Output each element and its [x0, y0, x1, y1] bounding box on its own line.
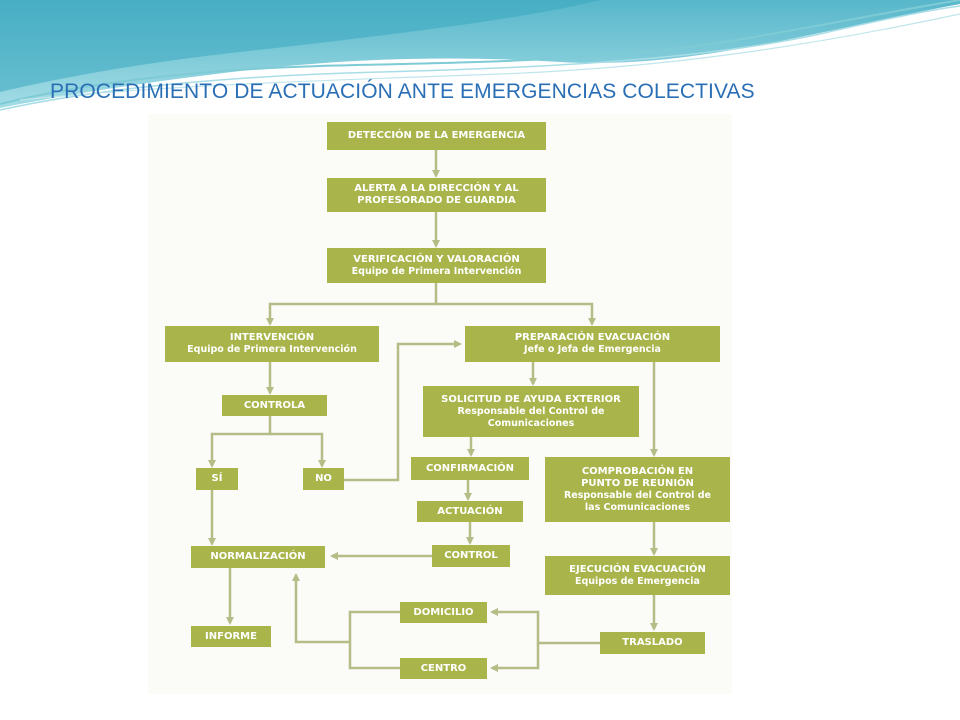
- node-controla: CONTROLA: [222, 395, 327, 416]
- node-si-line1: SÍ: [211, 473, 223, 484]
- node-comprobacion: COMPROBACIÓN EN PUNTO DE REUNIÓN Respons…: [545, 457, 730, 522]
- node-comprobacion-line3: Responsable del Control de: [563, 489, 711, 501]
- node-normalizacion-line1: NORMALIZACIÓN: [210, 551, 306, 562]
- node-informe-line1: INFORME: [205, 630, 257, 642]
- node-actuacion: ACTUACIÓN: [417, 501, 523, 522]
- node-no: NO: [303, 468, 344, 490]
- node-confirmacion: CONFIRMACIÓN: [411, 457, 529, 480]
- edge-verificacion-intervencion: [266, 283, 438, 326]
- node-intervencion-line2: Equipo de Primera Intervención: [187, 344, 357, 355]
- edge-controla-no: [270, 432, 326, 468]
- node-alerta-line2: PROFESORADO DE GUARDIA: [357, 195, 516, 206]
- node-domicilio: DOMICILIO: [400, 602, 487, 623]
- node-control: CONTROL: [432, 545, 510, 567]
- node-preparacion-line2: Jefe o Jefa de Emergencia: [524, 344, 661, 355]
- node-ejecucion-line1: EJECUCIÓN EVACUACIÓN: [569, 563, 706, 575]
- node-confirmacion-line1: CONFIRMACIÓN: [425, 462, 515, 474]
- node-normalizacion: NORMALIZACIÓN: [191, 546, 325, 568]
- edge-retorno-normalizacion: [292, 573, 350, 644]
- node-verificacion-line2: Equipo de Primera Intervención: [351, 265, 522, 277]
- edge-verificacion-preparacion: [436, 302, 596, 326]
- node-comprobacion-line2: PUNTO DE REUNIÓN: [581, 477, 694, 489]
- node-traslado: TRASLADO: [600, 632, 705, 654]
- node-actuacion-line1: ACTUACIÓN: [437, 505, 503, 517]
- node-deteccion: DETECCIÓN DE LA EMERGENCIA: [327, 122, 546, 150]
- wave-header-decoration: [0, 0, 960, 111]
- node-ejecucion: EJECUCIÓN EVACUACIÓN Equipos de Emergenc…: [545, 556, 730, 595]
- node-deteccion-line1: DETECCIÓN DE LA EMERGENCIA: [347, 130, 526, 141]
- node-intervencion: INTERVENCIÓN Equipo de Primera Intervenc…: [165, 326, 379, 362]
- node-preparacion: PREPARACIÓN EVACUACIÓN Jefe o Jefa de Em…: [465, 326, 720, 362]
- node-alerta-line1: ALERTA A LA DIRECCIÓN Y AL: [354, 183, 519, 194]
- node-si: SÍ: [196, 468, 238, 490]
- node-domicilio-line1: DOMICILIO: [413, 606, 474, 618]
- node-solicitud-line2: Responsable del Control de: [457, 405, 605, 417]
- edge-traslado-centro: [490, 643, 540, 672]
- edge-no-preparacion: [344, 340, 462, 482]
- node-centro-line1: CENTRO: [420, 662, 467, 674]
- node-comprobacion-line1: COMPROBACIÓN EN: [581, 465, 694, 477]
- node-comprobacion-line4: las Comunicaciones: [584, 501, 691, 513]
- node-traslado-line1: TRASLADO: [622, 637, 683, 648]
- edge-controla-si: [208, 416, 272, 468]
- node-verificacion-line1: VERIFICACIÓN Y VALORACIÓN: [353, 253, 520, 265]
- node-control-line1: CONTROL: [444, 550, 498, 561]
- node-preparacion-line1: PREPARACIÓN EVACUACIÓN: [514, 332, 671, 343]
- edge-domicilio-centro-bracket: [348, 610, 400, 670]
- node-no-line1: NO: [315, 473, 332, 484]
- edge-traslado-domicilio: [490, 608, 600, 645]
- node-alerta: ALERTA A LA DIRECCIÓN Y AL PROFESORADO D…: [327, 178, 546, 212]
- node-intervencion-line1: INTERVENCIÓN: [229, 332, 315, 343]
- node-solicitud-line1: SOLICITUD DE AYUDA EXTERIOR: [441, 393, 621, 405]
- node-ejecucion-line2: Equipos de Emergencia: [575, 575, 700, 587]
- node-centro: CENTRO: [400, 658, 487, 679]
- node-solicitud: SOLICITUD DE AYUDA EXTERIOR Responsable …: [423, 386, 639, 437]
- node-informe: INFORME: [191, 626, 271, 647]
- node-solicitud-line3: Comunicaciones: [487, 417, 575, 429]
- slide-title: PROCEDIMIENTO DE ACTUACIÓN ANTE EMERGENC…: [50, 80, 755, 103]
- node-verificacion: VERIFICACIÓN Y VALORACIÓN Equipo de Prim…: [327, 248, 546, 283]
- node-controla-line1: CONTROLA: [243, 399, 306, 411]
